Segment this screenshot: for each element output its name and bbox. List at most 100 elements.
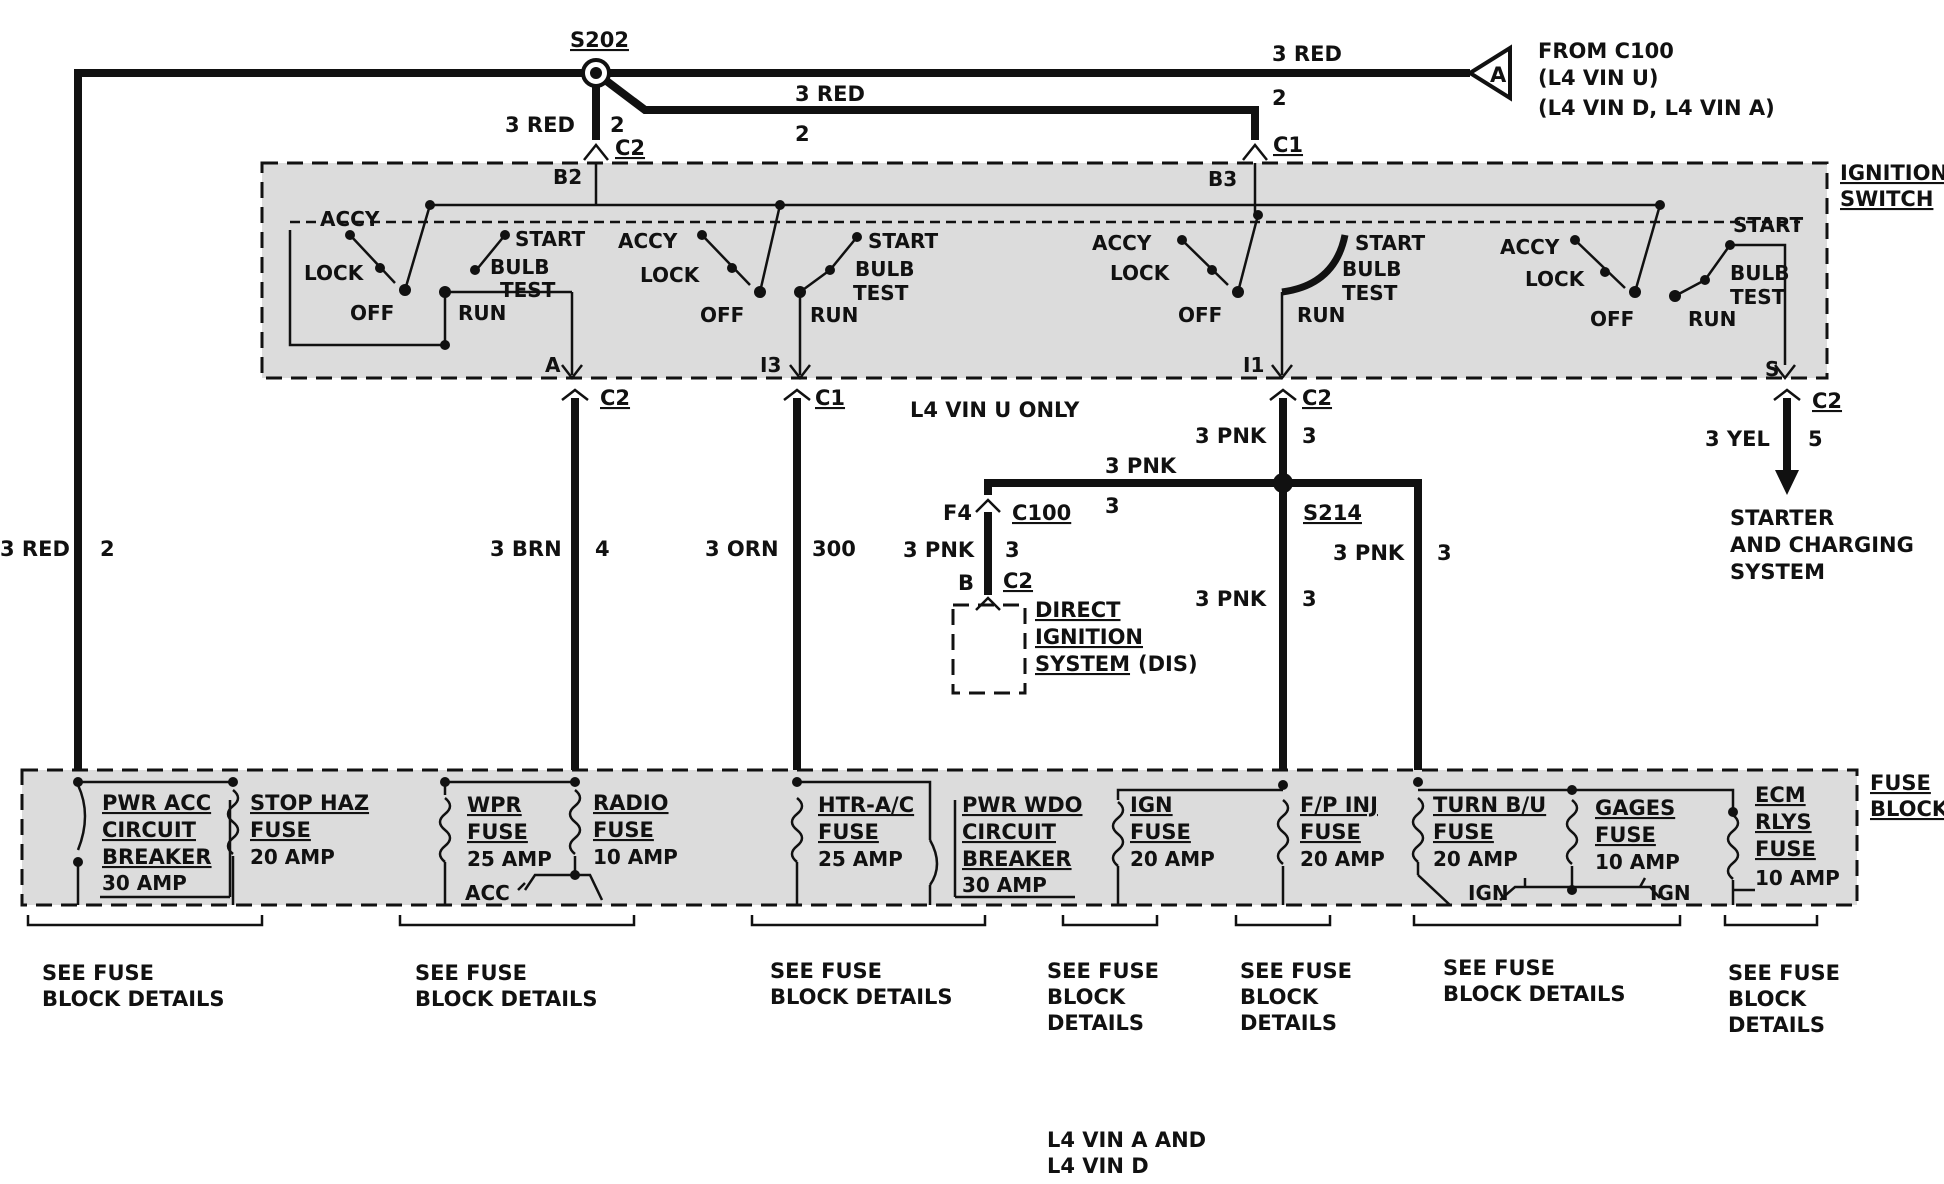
connector-c2-top bbox=[583, 142, 609, 161]
pnk-top-circuit: 3 bbox=[1302, 424, 1317, 448]
f4-label: F4 bbox=[943, 501, 972, 525]
starter-3: SYSTEM bbox=[1730, 560, 1825, 584]
pwr-wdo-2: CIRCUIT bbox=[962, 820, 1057, 844]
details-5-line-2: BLOCK bbox=[1240, 985, 1319, 1009]
orn-label: 3 ORN bbox=[705, 537, 779, 561]
details-7-line-2: BLOCK bbox=[1728, 987, 1807, 1011]
wire-red-main bbox=[74, 69, 1470, 770]
dis-3: SYSTEM bbox=[1035, 652, 1130, 676]
ign-sw-2: IGN bbox=[1650, 881, 1691, 905]
htr-1: HTR-A/C bbox=[818, 793, 914, 817]
pnk-right-label: 3 PNK bbox=[1333, 541, 1405, 565]
details-5-line-1: SEE FUSE bbox=[1240, 959, 1352, 983]
ecm-3: FUSE bbox=[1755, 837, 1816, 861]
footer-line-1: L4 VIN A AND bbox=[1047, 1128, 1206, 1152]
pin-b3: B3 bbox=[1208, 167, 1237, 191]
connector-c1-top bbox=[1242, 142, 1268, 161]
stop-haz-2: FUSE bbox=[250, 818, 311, 842]
svg-text:TEST: TEST bbox=[500, 278, 556, 302]
svg-text:TEST: TEST bbox=[1730, 285, 1786, 309]
ecm-1: ECM bbox=[1755, 783, 1806, 807]
fuse-block-internals bbox=[73, 777, 1755, 906]
connector-c2-a: C2 bbox=[600, 386, 630, 410]
dis-1: DIRECT bbox=[1035, 598, 1121, 622]
svg-text:START: START bbox=[1355, 231, 1425, 255]
svg-text:ACCY: ACCY bbox=[320, 207, 380, 231]
details-5-line-3: DETAILS bbox=[1240, 1011, 1337, 1035]
svg-text:OFF: OFF bbox=[350, 301, 394, 325]
ign-1: IGN bbox=[1130, 793, 1173, 817]
pwr-wdo-3: BREAKER bbox=[962, 847, 1072, 871]
radio-3: 10 AMP bbox=[593, 845, 678, 869]
svg-text:RUN: RUN bbox=[458, 301, 506, 325]
svg-text:START: START bbox=[515, 227, 585, 251]
svg-text:BULB: BULB bbox=[1730, 261, 1789, 285]
fp-1: F/P INJ bbox=[1300, 793, 1378, 817]
radio-1: RADIO bbox=[593, 791, 669, 815]
details-6-line-1: SEE FUSE bbox=[1443, 956, 1555, 980]
svg-text:ACCY: ACCY bbox=[618, 229, 678, 253]
ignition-switch-title-1: IGNITION bbox=[1840, 161, 1944, 185]
starter-1: STARTER bbox=[1730, 506, 1834, 530]
details-7-line-3: DETAILS bbox=[1728, 1013, 1825, 1037]
turn-1: TURN B/U bbox=[1433, 793, 1546, 817]
dis-box bbox=[951, 603, 1027, 695]
svg-text:OFF: OFF bbox=[1178, 303, 1222, 327]
left-red-label: 3 RED bbox=[0, 537, 70, 561]
details-4-line-3: DETAILS bbox=[1047, 1011, 1144, 1035]
svg-text:BULB: BULB bbox=[1342, 257, 1401, 281]
pwr-wdo-4: 30 AMP bbox=[962, 873, 1047, 897]
svg-text:RUN: RUN bbox=[1297, 303, 1345, 327]
pwr-acc-2: CIRCUIT bbox=[102, 818, 197, 842]
pnk-left-label: 3 PNK bbox=[903, 538, 975, 562]
svg-text:START: START bbox=[868, 229, 938, 253]
wpr-3: 25 AMP bbox=[467, 847, 552, 871]
ecm-4: 10 AMP bbox=[1755, 866, 1840, 890]
connector-c2-s: C2 bbox=[1812, 389, 1842, 413]
htr-3: 25 AMP bbox=[818, 847, 903, 871]
fp-2: FUSE bbox=[1300, 820, 1361, 844]
ignition-switch-shade bbox=[262, 163, 1827, 378]
dis-4: (DIS) bbox=[1138, 652, 1198, 676]
svg-text:OFF: OFF bbox=[1590, 307, 1634, 331]
connector-c1-top-label: C1 bbox=[1273, 133, 1303, 157]
wpr-1: WPR bbox=[467, 793, 522, 817]
pin-s: S bbox=[1765, 357, 1779, 381]
red-branch-label: 3 RED bbox=[795, 82, 865, 106]
pnk-left-circuit: 3 bbox=[1005, 538, 1020, 562]
from-c100-3: (L4 VIN D, L4 VIN A) bbox=[1538, 96, 1775, 120]
details-6-line-2: BLOCK DETAILS bbox=[1443, 982, 1626, 1006]
connector-c2-top-label: C2 bbox=[615, 136, 645, 160]
connector-a-label: A bbox=[1490, 63, 1507, 87]
yel-circuit: 5 bbox=[1808, 427, 1823, 451]
stop-haz-3: 20 AMP bbox=[250, 845, 335, 869]
fp-3: 20 AMP bbox=[1300, 847, 1385, 871]
pin-a: A bbox=[545, 353, 561, 377]
starter-2: AND CHARGING bbox=[1730, 533, 1914, 557]
switch-section-2: ACCY LOCK OFF RUN START BULB TEST bbox=[618, 200, 938, 375]
details-7-line-1: SEE FUSE bbox=[1728, 961, 1840, 985]
details-3-line-1: SEE FUSE bbox=[770, 959, 882, 983]
red-c2-circuit: 2 bbox=[610, 113, 625, 137]
turn-3: 20 AMP bbox=[1433, 847, 1518, 871]
pnk-mid-label: 3 PNK bbox=[1195, 587, 1267, 611]
arrow-to-starter bbox=[1775, 470, 1799, 495]
brn-label: 3 BRN bbox=[490, 537, 562, 561]
svg-text:ACCY: ACCY bbox=[1092, 231, 1152, 255]
details-3-line-2: BLOCK DETAILS bbox=[770, 985, 953, 1009]
svg-text:LOCK: LOCK bbox=[640, 263, 701, 287]
ignition-switch-box bbox=[260, 161, 1829, 380]
pwr-acc-4: 30 AMP bbox=[102, 871, 187, 895]
c100-label: C100 bbox=[1012, 501, 1071, 525]
svg-text:RUN: RUN bbox=[810, 303, 858, 327]
pnk-horizontal-label: 3 PNK bbox=[1105, 454, 1177, 478]
wpr-2: FUSE bbox=[467, 820, 528, 844]
switch-section-4: ACCY LOCK OFF RUN START BULB TEST bbox=[1500, 200, 1803, 365]
wire-pnk-horizontal bbox=[984, 479, 1422, 770]
svg-text:LOCK: LOCK bbox=[304, 261, 365, 285]
left-red-circuit: 2 bbox=[100, 537, 115, 561]
from-c100-1: FROM C100 bbox=[1538, 39, 1674, 63]
connector-c1-i3: C1 bbox=[815, 386, 845, 410]
